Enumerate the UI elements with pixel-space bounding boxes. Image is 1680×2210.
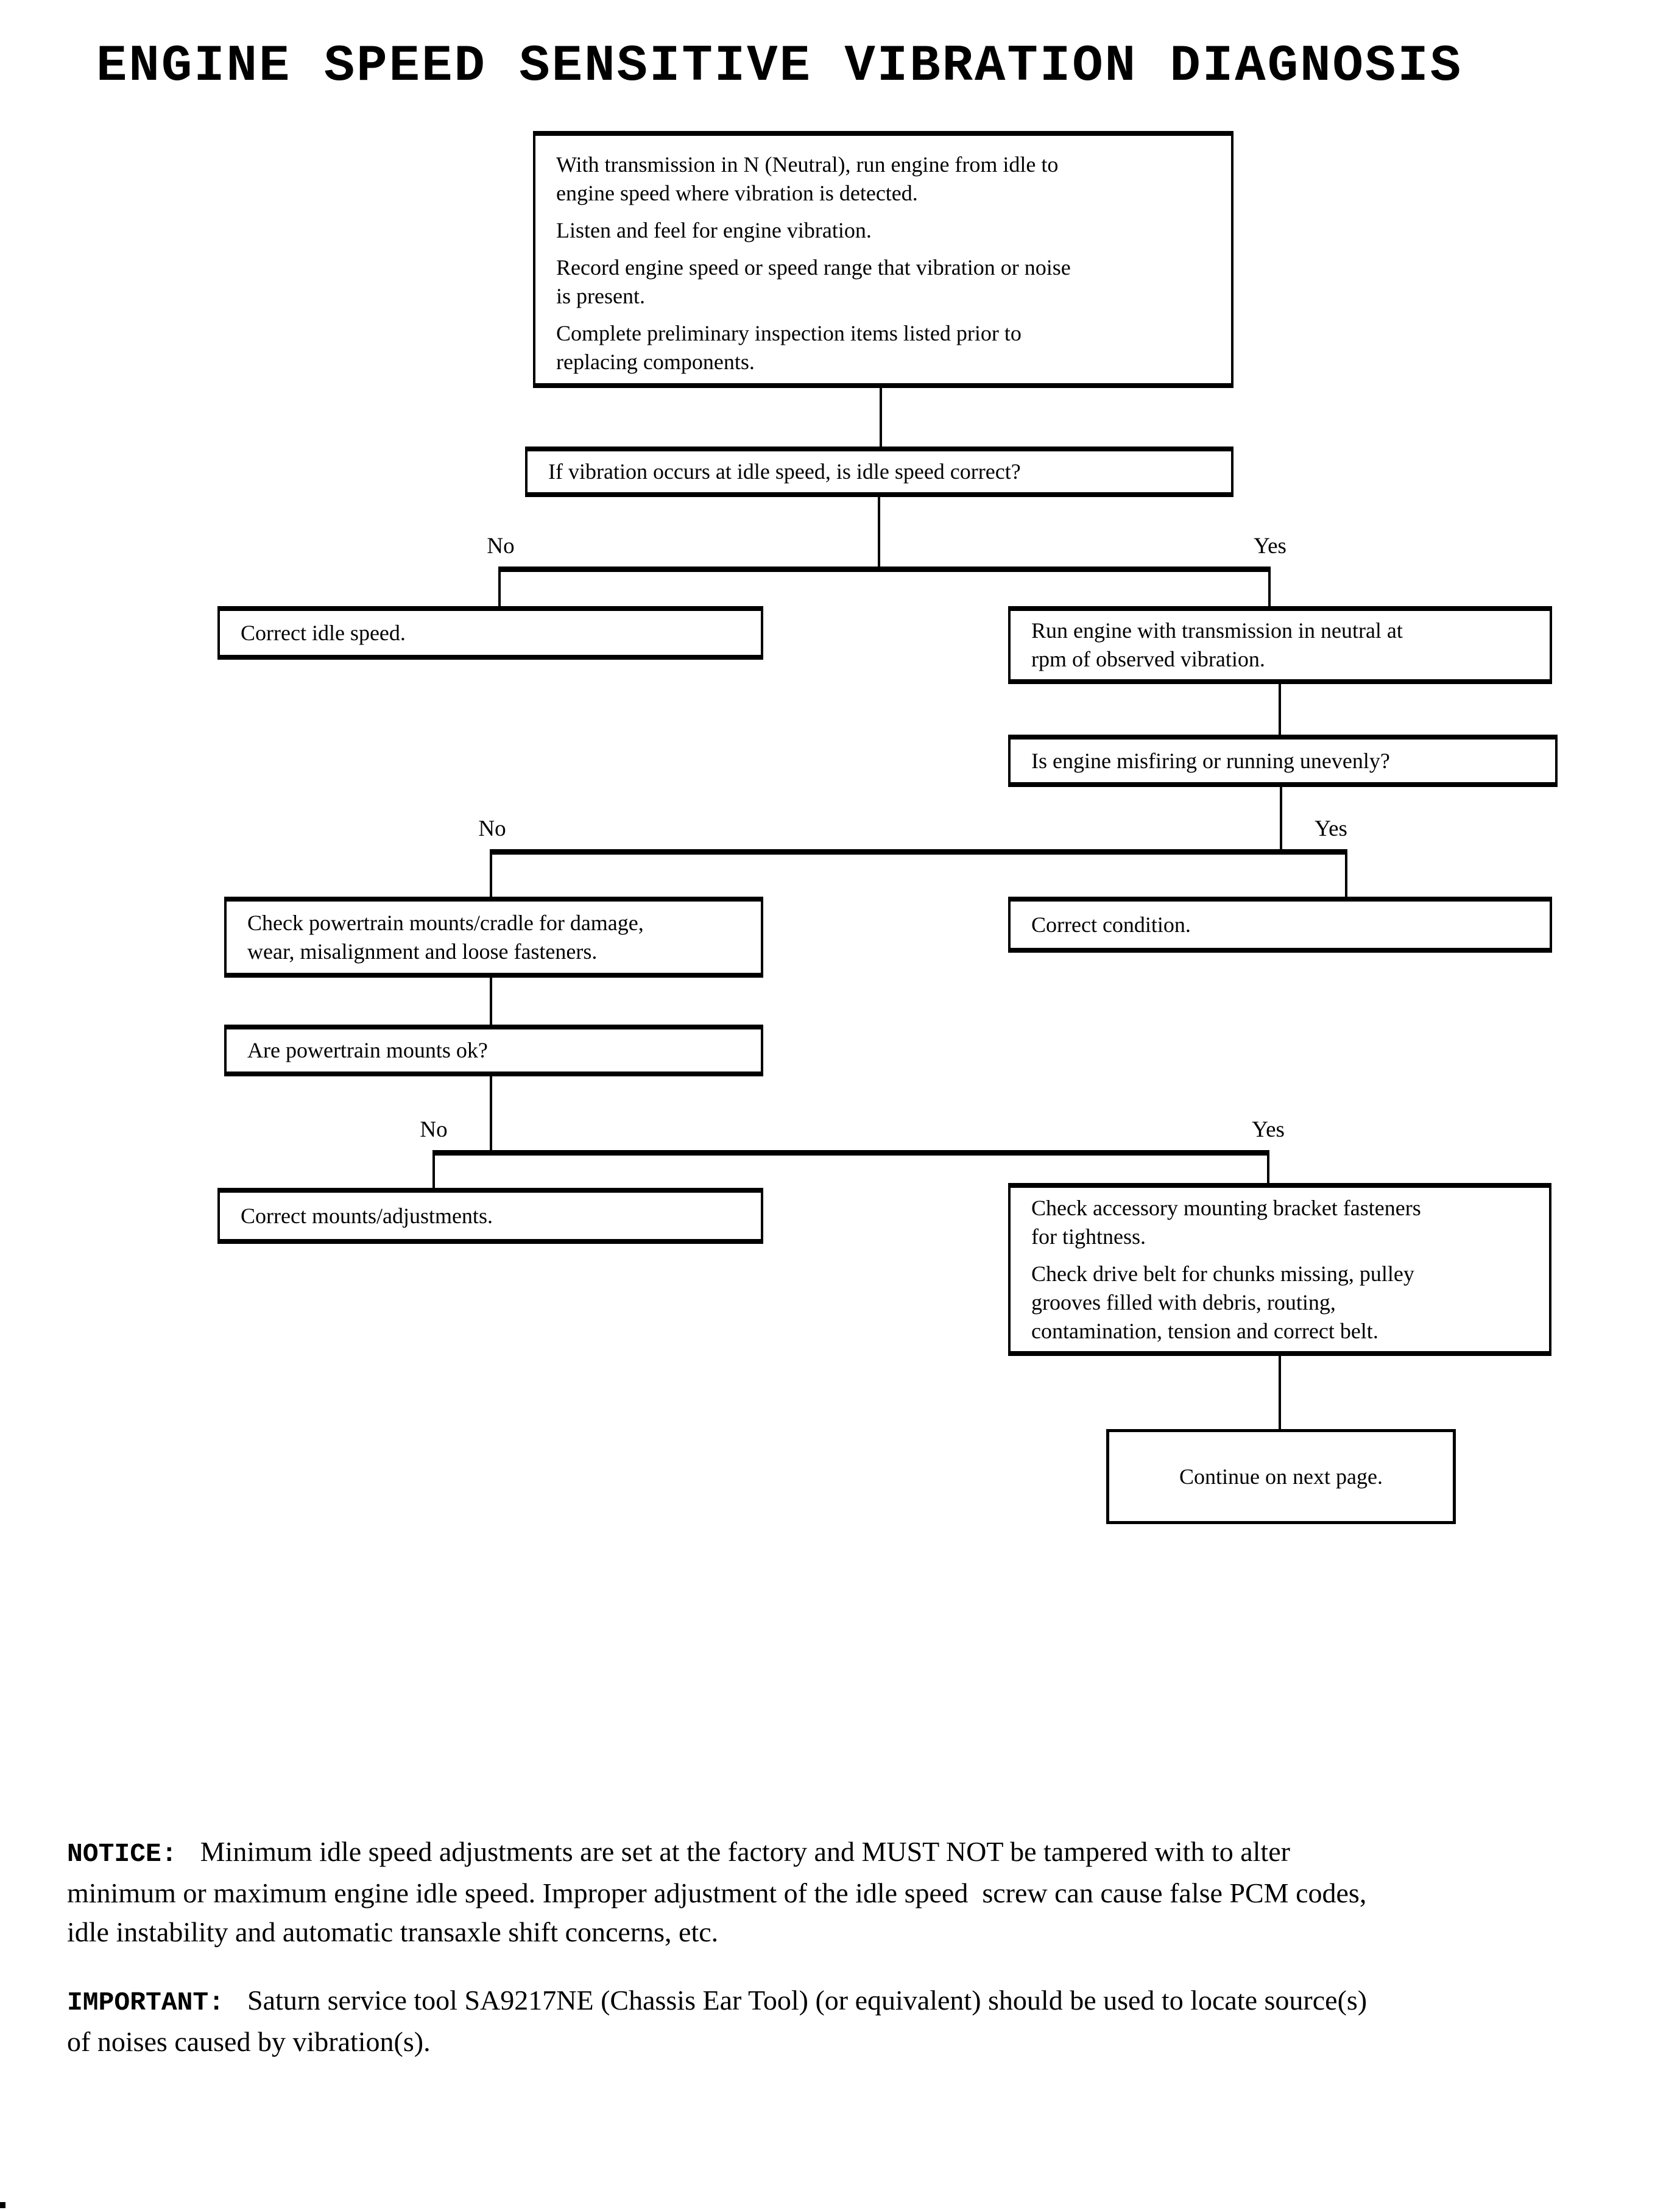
start-paragraph: Record engine speed or speed range that … [556, 253, 1221, 311]
notice-label: NOTICE: [67, 1839, 177, 1869]
box-text-line: Are powertrain mounts ok? [247, 1038, 488, 1062]
box-text-line: contamination, tension and correct belt. [1031, 1318, 1378, 1343]
box-text-line: Check drive belt for chunks missing, pul… [1031, 1261, 1414, 1286]
scan-artifact-dot [0, 2202, 5, 2208]
connector-line [498, 572, 501, 607]
box-text-line: engine speed where vibration is detected… [556, 181, 918, 205]
check-accessory-belt-box: Check accessory mounting bracket fastene… [1008, 1183, 1551, 1356]
box-text-line: Correct condition. [1031, 912, 1191, 937]
connector-line [490, 1076, 492, 1151]
connector-line [490, 855, 492, 897]
check-powertrain-mounts-box: Check powertrain mounts/cradle for damag… [224, 897, 763, 978]
belt-paragraph: Check drive belt for chunks missing, pul… [1031, 1260, 1539, 1346]
connector-line [880, 388, 882, 448]
important-line: of noises caused by vibration(s). [67, 2026, 431, 2057]
correct-condition-box: Correct condition. [1008, 897, 1552, 953]
box-text-line: Check accessory mounting bracket fastene… [1031, 1195, 1421, 1220]
connector-line [498, 567, 1271, 572]
page-title: ENGINE SPEED SENSITIVE VIBRATION DIAGNOS… [96, 38, 1463, 96]
notice-text: Minimum idle speed adjustments are set a… [200, 1836, 1290, 1867]
box-text-line: Complete preliminary inspection items li… [556, 321, 1022, 345]
connector-line [1268, 572, 1271, 607]
box-text-line: Run engine with transmission in neutral … [1031, 618, 1403, 643]
connector-line [1279, 1356, 1281, 1430]
box-text-line: Continue on next page. [1179, 1464, 1383, 1489]
start-paragraph: Complete preliminary inspection items li… [556, 319, 1221, 376]
connector-line [1279, 684, 1281, 736]
branch-yes-label: Yes [1252, 1117, 1285, 1142]
question-idle-speed-box: If vibration occurs at idle speed, is id… [525, 447, 1234, 497]
box-text-line: Correct idle speed. [241, 620, 406, 645]
box-text-line: rpm of observed vibration. [1031, 647, 1265, 671]
question-mounts-ok-box: Are powertrain mounts ok? [224, 1025, 763, 1076]
notice-paragraph: NOTICE: Minimum idle speed adjustments ar… [67, 1832, 1626, 1952]
box-text-line: Check powertrain mounts/cradle for damag… [247, 910, 644, 935]
box-text-line: replacing components. [556, 350, 755, 374]
branch-yes-label: Yes [1315, 816, 1347, 841]
important-line: IMPORTANT: Saturn service tool SA9217NE (… [67, 1981, 1626, 2022]
important-paragraph: IMPORTANT: Saturn service tool SA9217NE (… [67, 1981, 1626, 2061]
accessory-paragraph: Check accessory mounting bracket fastene… [1031, 1194, 1539, 1251]
run-engine-box: Run engine with transmission in neutral … [1008, 606, 1552, 684]
start-paragraph: Listen and feel for engine vibration. [556, 216, 1221, 245]
box-text-line: Is engine misfiring or running unevenly? [1031, 748, 1390, 773]
box-text-line: With transmission in N (Neutral), run en… [556, 152, 1059, 177]
box-text-line: for tightness. [1031, 1224, 1146, 1249]
important-label: IMPORTANT: [67, 1988, 225, 2018]
correct-idle-speed-box: Correct idle speed. [217, 606, 763, 660]
branch-no-label: No [487, 534, 515, 559]
box-text-line: grooves filled with debris, routing, [1031, 1290, 1336, 1315]
branch-no-label: No [478, 816, 506, 841]
connector-line [878, 497, 880, 568]
continue-next-page-box: Continue on next page. [1106, 1429, 1456, 1524]
branch-yes-label: Yes [1254, 534, 1286, 559]
correct-mounts-box: Correct mounts/adjustments. [217, 1188, 763, 1244]
connector-line [432, 1156, 435, 1189]
branch-no-label: No [420, 1117, 448, 1142]
connector-line [490, 849, 1347, 855]
box-text-line: Listen and feel for engine vibration. [556, 218, 872, 242]
important-text: Saturn service tool SA9217NE (Chassis Ea… [247, 1985, 1368, 2016]
start-paragraph: With transmission in N (Neutral), run en… [556, 150, 1221, 208]
connector-line [432, 1150, 1269, 1156]
box-text-line: Correct mounts/adjustments. [241, 1203, 493, 1228]
connector-line [490, 978, 492, 1026]
box-text-line: If vibration occurs at idle speed, is id… [548, 459, 1021, 484]
connector-line [1267, 1156, 1269, 1184]
notice-line: NOTICE: Minimum idle speed adjustments ar… [67, 1832, 1626, 1874]
start-box: With transmission in N (Neutral), run en… [533, 131, 1234, 388]
box-text-line: is present. [556, 284, 645, 308]
question-misfire-box: Is engine misfiring or running unevenly? [1008, 735, 1558, 787]
box-text-line: wear, misalignment and loose fasteners. [247, 939, 598, 964]
connector-line [1345, 855, 1347, 897]
notice-line: minimum or maximum engine idle speed. Im… [67, 1877, 1367, 1908]
connector-line [1280, 787, 1282, 850]
notice-line: idle instability and automatic transaxle… [67, 1916, 719, 1947]
box-text-line: Record engine speed or speed range that … [556, 255, 1071, 280]
